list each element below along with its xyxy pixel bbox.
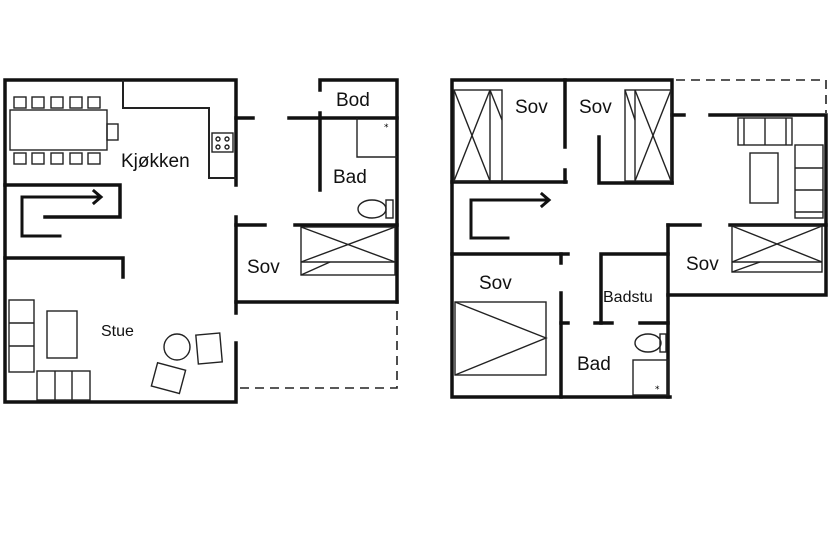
room-label-bathroom: Bad [577, 354, 611, 375]
bathroom-fixtures: * [356, 118, 397, 219]
room-label-bedroom-4: Sov [479, 273, 512, 294]
toilet-icon [634, 333, 667, 353]
beds [453, 89, 823, 376]
drain-icon: * [655, 385, 660, 395]
toilet-icon [357, 199, 394, 219]
floor-plan-1: * Kjøkken Stue Bod Bad Sov [3, 78, 399, 404]
drain-icon: * [384, 123, 389, 133]
room-label-bathroom: Bad [333, 167, 367, 188]
lounge-furniture [737, 117, 824, 219]
chairs [13, 96, 101, 165]
stair-arrow [20, 188, 104, 238]
walls [3, 78, 399, 404]
dining-table [9, 96, 119, 165]
room-label-storage: Bod [336, 90, 370, 111]
room-label-bedroom-1: Sov [515, 97, 548, 118]
floor-plan-2: * Sov Sov Sov Sov Badstu Bad [450, 78, 828, 399]
room-label-bedroom-3: Sov [686, 254, 719, 275]
room-label-kitchen: Kjøkken [121, 151, 190, 172]
room-label-sauna: Badstu [603, 289, 653, 306]
room-label-bedroom-2: Sov [579, 97, 612, 118]
stair-arrow [469, 191, 552, 240]
room-label-living: Stue [101, 323, 134, 340]
bed [300, 226, 396, 276]
stove-icon [211, 132, 234, 153]
living-furniture [8, 299, 224, 401]
bathroom-fixtures: * [632, 333, 669, 396]
room-label-bedroom: Sov [247, 257, 280, 278]
walls [450, 78, 828, 399]
